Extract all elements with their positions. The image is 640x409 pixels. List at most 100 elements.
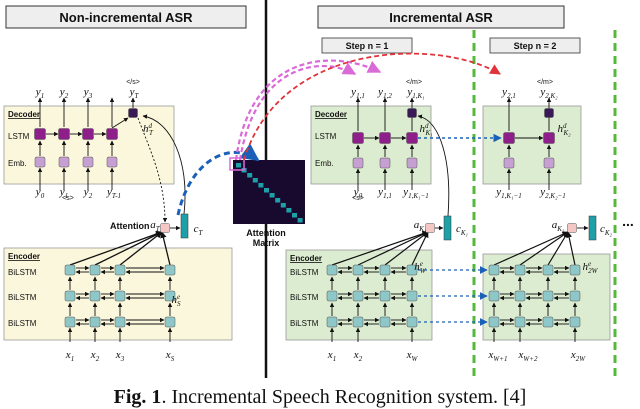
label-xW-step1: xW xyxy=(406,349,419,363)
label-y1K1-in-step2: y1,K₁−1 xyxy=(495,186,521,200)
bilstm-node-step2 xyxy=(488,316,500,328)
lstm-node-left xyxy=(58,128,70,140)
lstm-node-step1 xyxy=(352,132,364,144)
label-y1K1-in-step1: y1,K₁−1 xyxy=(402,186,428,200)
bilstm-node-left xyxy=(89,264,101,276)
label-xW2-step2: xW+2 xyxy=(518,349,538,363)
attention-weight-step2 xyxy=(547,231,569,266)
context-to-decoder xyxy=(142,114,186,215)
label-cK-step2: cK₂ xyxy=(600,223,613,237)
attention-weight-step1 xyxy=(357,231,429,266)
bilstm-node-left xyxy=(114,290,126,302)
bilstm-node-step1 xyxy=(406,264,418,276)
bilstm-node-step1 xyxy=(352,264,364,276)
bilstm-node-left xyxy=(114,264,126,276)
lstm-node-step1 xyxy=(379,132,391,144)
matrix-cell xyxy=(292,213,297,218)
bilstm-node-step2 xyxy=(569,264,581,276)
label-aK-step2: aK₂ xyxy=(552,219,565,233)
matrix-to-step1-arrow-2 xyxy=(238,62,357,161)
label-y11-in-step1: y1,1 xyxy=(377,186,392,200)
label-aK-step1: aK₁ xyxy=(414,219,427,233)
bilstm-node-step2 xyxy=(514,264,526,276)
context-to-decoder-step1 xyxy=(417,114,450,217)
label-y1K-step1: y1,K₁ xyxy=(406,86,424,100)
bilstm-node-left xyxy=(64,290,76,302)
bilstm-label-left-3: BiLSTM xyxy=(8,319,37,328)
bilstm-node-left xyxy=(89,290,101,302)
bilstm-label-left-2: BiLSTM xyxy=(8,293,37,302)
decoder-box-step2 xyxy=(482,105,582,185)
emb-node-step1 xyxy=(406,157,418,169)
attention-weight-step2 xyxy=(566,231,576,266)
step1-label: Step n = 1 xyxy=(346,41,389,51)
bilstm-label-step1-3: BiLSTM xyxy=(290,319,319,328)
bilstm-node-step1 xyxy=(406,290,418,302)
step2-label: Step n = 2 xyxy=(514,41,557,51)
label-y0-left: y0 xyxy=(35,186,45,200)
label-cK-step1: cK₁ xyxy=(456,223,468,237)
bilstm-node-step1 xyxy=(326,290,338,302)
label-x2W-step2: x2W xyxy=(570,349,586,363)
context-node-left xyxy=(180,213,189,239)
emb-node-step1 xyxy=(352,157,364,169)
label-x1-left: x1 xyxy=(65,349,74,363)
context-node-step1 xyxy=(443,215,452,241)
attention-weight-line xyxy=(94,231,163,266)
label-x2-step1: x2 xyxy=(353,349,363,363)
bilstm-node-step2 xyxy=(569,316,581,328)
sos-token-left: <s> xyxy=(62,195,74,202)
matrix-cell xyxy=(258,183,264,188)
attention-matrix-label-1: Attention xyxy=(246,228,286,238)
label-yT-left: yT xyxy=(129,86,140,100)
bilstm-node-step2 xyxy=(542,290,554,302)
bilstm-node-step2 xyxy=(542,316,554,328)
bilstm-node-step2 xyxy=(514,316,526,328)
bilstm-node-left xyxy=(64,264,76,276)
label-y2K1-in-step2: y2,K₂−1 xyxy=(539,186,565,200)
attention-weight-step2 xyxy=(519,231,569,266)
bilstm-node-step2 xyxy=(569,290,581,302)
diagram-edges xyxy=(37,52,589,342)
bilstm-node-left xyxy=(164,316,176,328)
bilstm-node-step1 xyxy=(326,316,338,328)
label-x3-left: x3 xyxy=(115,349,125,363)
lstm-node-left xyxy=(106,128,118,140)
bilstm-label-step1-1: BiLSTM xyxy=(290,268,319,277)
attention-node-step2 xyxy=(567,223,577,233)
mask-token-step2: </m> xyxy=(537,79,553,86)
attention-to-matrix-arrow xyxy=(176,143,260,216)
matrix-cell xyxy=(247,173,253,178)
bilstm-node-step1 xyxy=(352,290,364,302)
attention-weight-step2 xyxy=(493,231,569,266)
bilstm-label-step1-2: BiLSTM xyxy=(290,293,319,302)
emb-node-step2 xyxy=(503,157,515,169)
matrix-to-step1-arrow-1 xyxy=(234,59,382,161)
label-xS-left: xS xyxy=(165,349,175,363)
label-xW1-step2: xW+1 xyxy=(488,349,508,363)
bilstm-node-left xyxy=(64,316,76,328)
emb-node-step2 xyxy=(543,157,555,169)
bilstm-node-step1 xyxy=(379,264,391,276)
mask-token-step1: </m> xyxy=(406,79,422,86)
bilstm-node-step2 xyxy=(514,290,526,302)
label-y1-left: y1 xyxy=(35,86,44,100)
bilstm-node-step2 xyxy=(488,264,500,276)
emb-node-left xyxy=(58,156,70,168)
label-y21-step2: y2,1 xyxy=(501,86,516,100)
label-aT-left: aT xyxy=(150,219,161,233)
label-y2-in-left: y2 xyxy=(83,186,93,200)
context-node-step2 xyxy=(588,215,597,241)
bilstm-node-step1 xyxy=(352,316,364,328)
emb-node-left xyxy=(82,156,94,168)
attention-weight-step1 xyxy=(331,230,429,266)
final-lstm-node-step2 xyxy=(544,108,554,118)
bilstm-node-step1 xyxy=(406,316,418,328)
bilstm-node-left xyxy=(164,290,176,302)
bilstm-label-left-1: BiLSTM xyxy=(8,268,37,277)
